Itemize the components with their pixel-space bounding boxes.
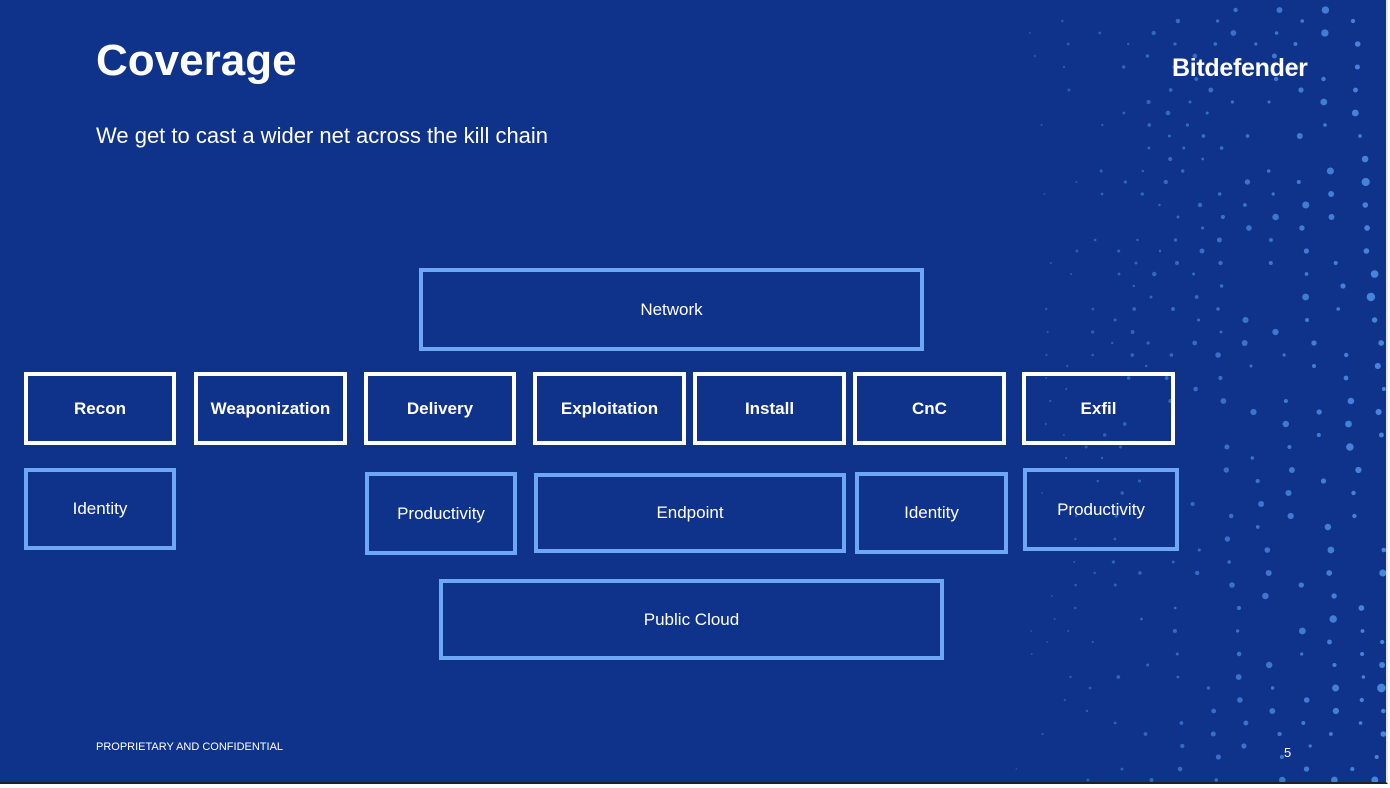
stage-delivery: Delivery bbox=[364, 372, 516, 445]
stage-exploitation: Exploitation bbox=[533, 372, 686, 445]
stage-recon: Recon bbox=[24, 372, 176, 445]
slide-subtitle: We get to cast a wider net across the ki… bbox=[96, 123, 549, 148]
stage-weaponization: Weaponization bbox=[194, 372, 347, 445]
coverage-public-cloud: Public Cloud bbox=[439, 579, 944, 660]
coverage-productivity-delivery: Productivity bbox=[365, 472, 517, 555]
coverage-endpoint: Endpoint bbox=[534, 473, 846, 553]
page-number: 5 bbox=[1284, 745, 1292, 760]
stage-install: Install bbox=[693, 372, 846, 445]
confidentiality-footer: PROPRIETARY AND CONFIDENTIAL bbox=[96, 741, 284, 753]
bitdefender-logo: Bitdefender bbox=[1172, 54, 1308, 82]
slide-title: Coverage bbox=[96, 36, 297, 85]
coverage-productivity-exfil: Productivity bbox=[1023, 468, 1179, 551]
coverage-identity-cnc: Identity bbox=[855, 472, 1008, 554]
stage-exfil: Exfil bbox=[1022, 372, 1175, 445]
coverage-network: Network bbox=[419, 268, 924, 351]
coverage-identity-recon: Identity bbox=[24, 468, 176, 550]
stage-cnc: CnC bbox=[853, 372, 1006, 445]
